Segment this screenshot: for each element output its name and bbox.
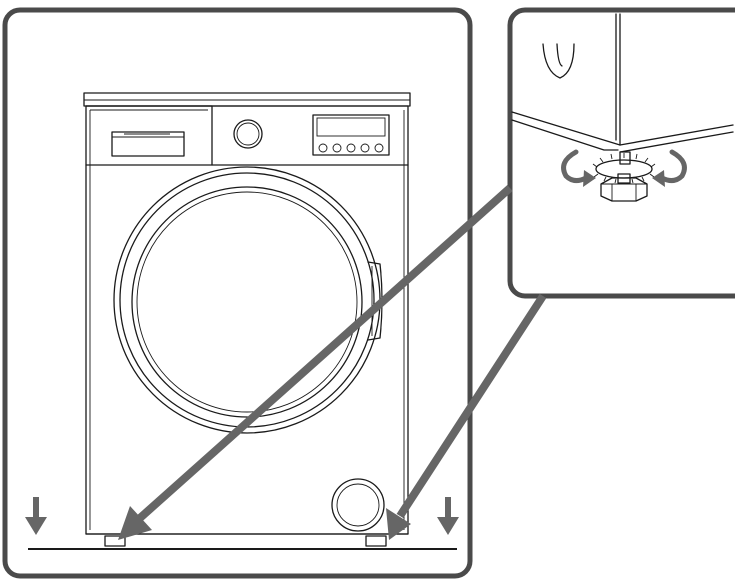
program-knob bbox=[233, 119, 263, 149]
machine-top-lid bbox=[83, 92, 411, 107]
machine-corner-closeup bbox=[511, 13, 734, 153]
filter-cover bbox=[331, 478, 385, 532]
adjustable-foot bbox=[592, 151, 656, 202]
indicator-light bbox=[332, 143, 342, 153]
foot-right bbox=[365, 535, 387, 547]
rotation-arrow-right-icon bbox=[652, 149, 687, 187]
main-panel-border bbox=[2, 7, 473, 579]
detail-panel bbox=[507, 7, 735, 299]
pointer-arrow-to-left-foot bbox=[118, 185, 513, 540]
indicator-light bbox=[318, 143, 328, 153]
indicator-light bbox=[374, 143, 384, 153]
main-panel bbox=[2, 7, 473, 579]
display-panel bbox=[312, 114, 390, 156]
detergent-drawer bbox=[111, 131, 185, 157]
pointer-arrow-to-right-foot bbox=[386, 293, 547, 540]
hex-foot bbox=[600, 177, 648, 202]
indicator-light bbox=[360, 143, 370, 153]
detail-panel-border bbox=[507, 7, 735, 299]
down-arrow-left bbox=[25, 497, 47, 535]
rotation-arrow-left-icon bbox=[561, 149, 596, 187]
indicator-light bbox=[346, 143, 356, 153]
foot-left bbox=[104, 535, 126, 547]
down-arrow-right bbox=[437, 497, 459, 535]
